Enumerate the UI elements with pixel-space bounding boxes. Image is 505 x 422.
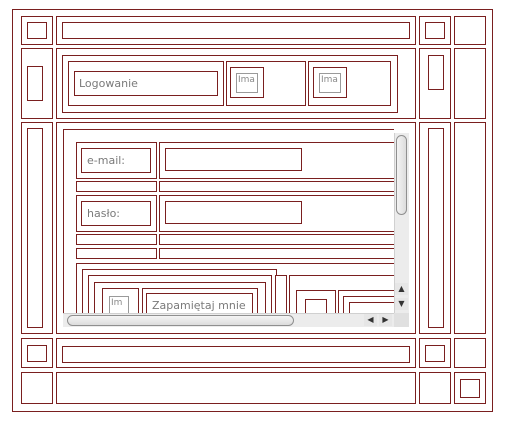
scrollbar-corner [394,313,409,327]
spacer-cell-1b [159,181,394,192]
scroll-left-icon[interactable]: ◀ [364,314,377,326]
top-left-inner [27,22,47,39]
bottom-right-inner [460,379,480,398]
email-field[interactable] [165,148,302,171]
login-title: Logowanie [79,77,138,90]
footer-right-cell-2 [454,338,486,368]
scroll-up-icon[interactable]: ▲ [395,283,408,295]
header-image-placeholder-1: Ima [236,73,258,93]
scroll-down-icon[interactable]: ▼ [395,298,408,310]
top-right-cell-2 [454,16,486,45]
login-form-scroll-area[interactable]: e-mail: hasło: Im Zapamiętaj mnie [63,129,394,313]
header-image-placeholder-2: Ima [319,73,341,93]
remember-me-label-inner [146,293,253,313]
spacer-cell-2b [159,234,394,245]
options-gap-cell [275,275,287,313]
footer-left-inner [27,345,47,362]
email-label-box [81,148,151,173]
bottom-right-cell-1 [419,372,451,404]
options-right-inner-2 [305,299,327,313]
scroll-right-icon[interactable]: ▶ [379,314,392,326]
vertical-scroll-thumb[interactable] [396,135,407,215]
password-label: hasło: [87,207,121,220]
header-left-inner [27,66,43,101]
password-label-box [81,201,151,226]
options-right-inner-5 [349,302,394,313]
remember-image-placeholder: Im [109,296,129,313]
top-bar-inner [62,22,410,39]
footer-right-inner-1 [425,345,445,362]
main-right-inner [428,128,444,328]
spacer-cell-3a [76,248,157,259]
main-right-cell-2 [454,122,486,334]
spacer-cell-1a [76,181,157,192]
spacer-cell-2a [76,234,157,245]
main-left-inner [27,128,43,328]
top-right-inner-1 [425,22,445,39]
header-title-box [74,71,218,96]
horizontal-scroll-thumb[interactable] [67,315,294,326]
header-right-inner [428,55,444,90]
header-right-cell-2 [454,48,486,119]
password-field[interactable] [165,201,302,224]
footer-left-cell [21,338,53,368]
footer-bar-inner [62,346,410,363]
bottom-bar-cell [56,372,416,404]
bottom-left-cell [21,372,53,404]
email-label: e-mail: [87,154,126,167]
remember-me-label[interactable]: Zapamiętaj mnie [152,299,246,312]
spacer-cell-3b [159,248,394,259]
